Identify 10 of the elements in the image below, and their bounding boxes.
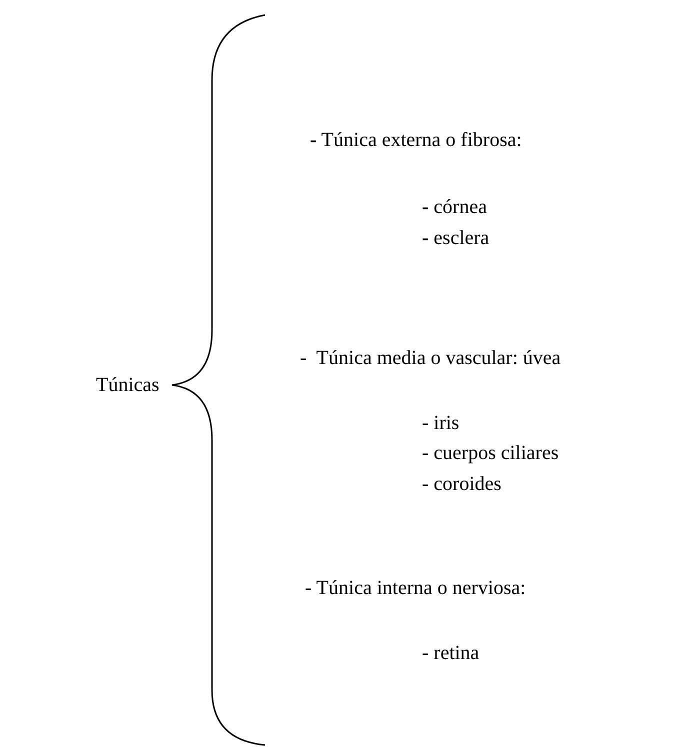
list-heading: - Túnica media o vascular: úvea [300, 346, 561, 370]
list-item: - esclera [422, 226, 490, 250]
list-item: - coroides [422, 472, 502, 496]
list-item: - córnea [422, 195, 487, 219]
list-item: - iris [422, 411, 460, 435]
list-heading: - Túnica externa o fibrosa: [310, 128, 522, 152]
list-heading: - Túnica interna o nerviosa: [305, 576, 526, 600]
group-label: Túnicas [96, 373, 160, 397]
list-item: - cuerpos ciliares [422, 441, 559, 465]
list-item: - retina [422, 641, 480, 665]
